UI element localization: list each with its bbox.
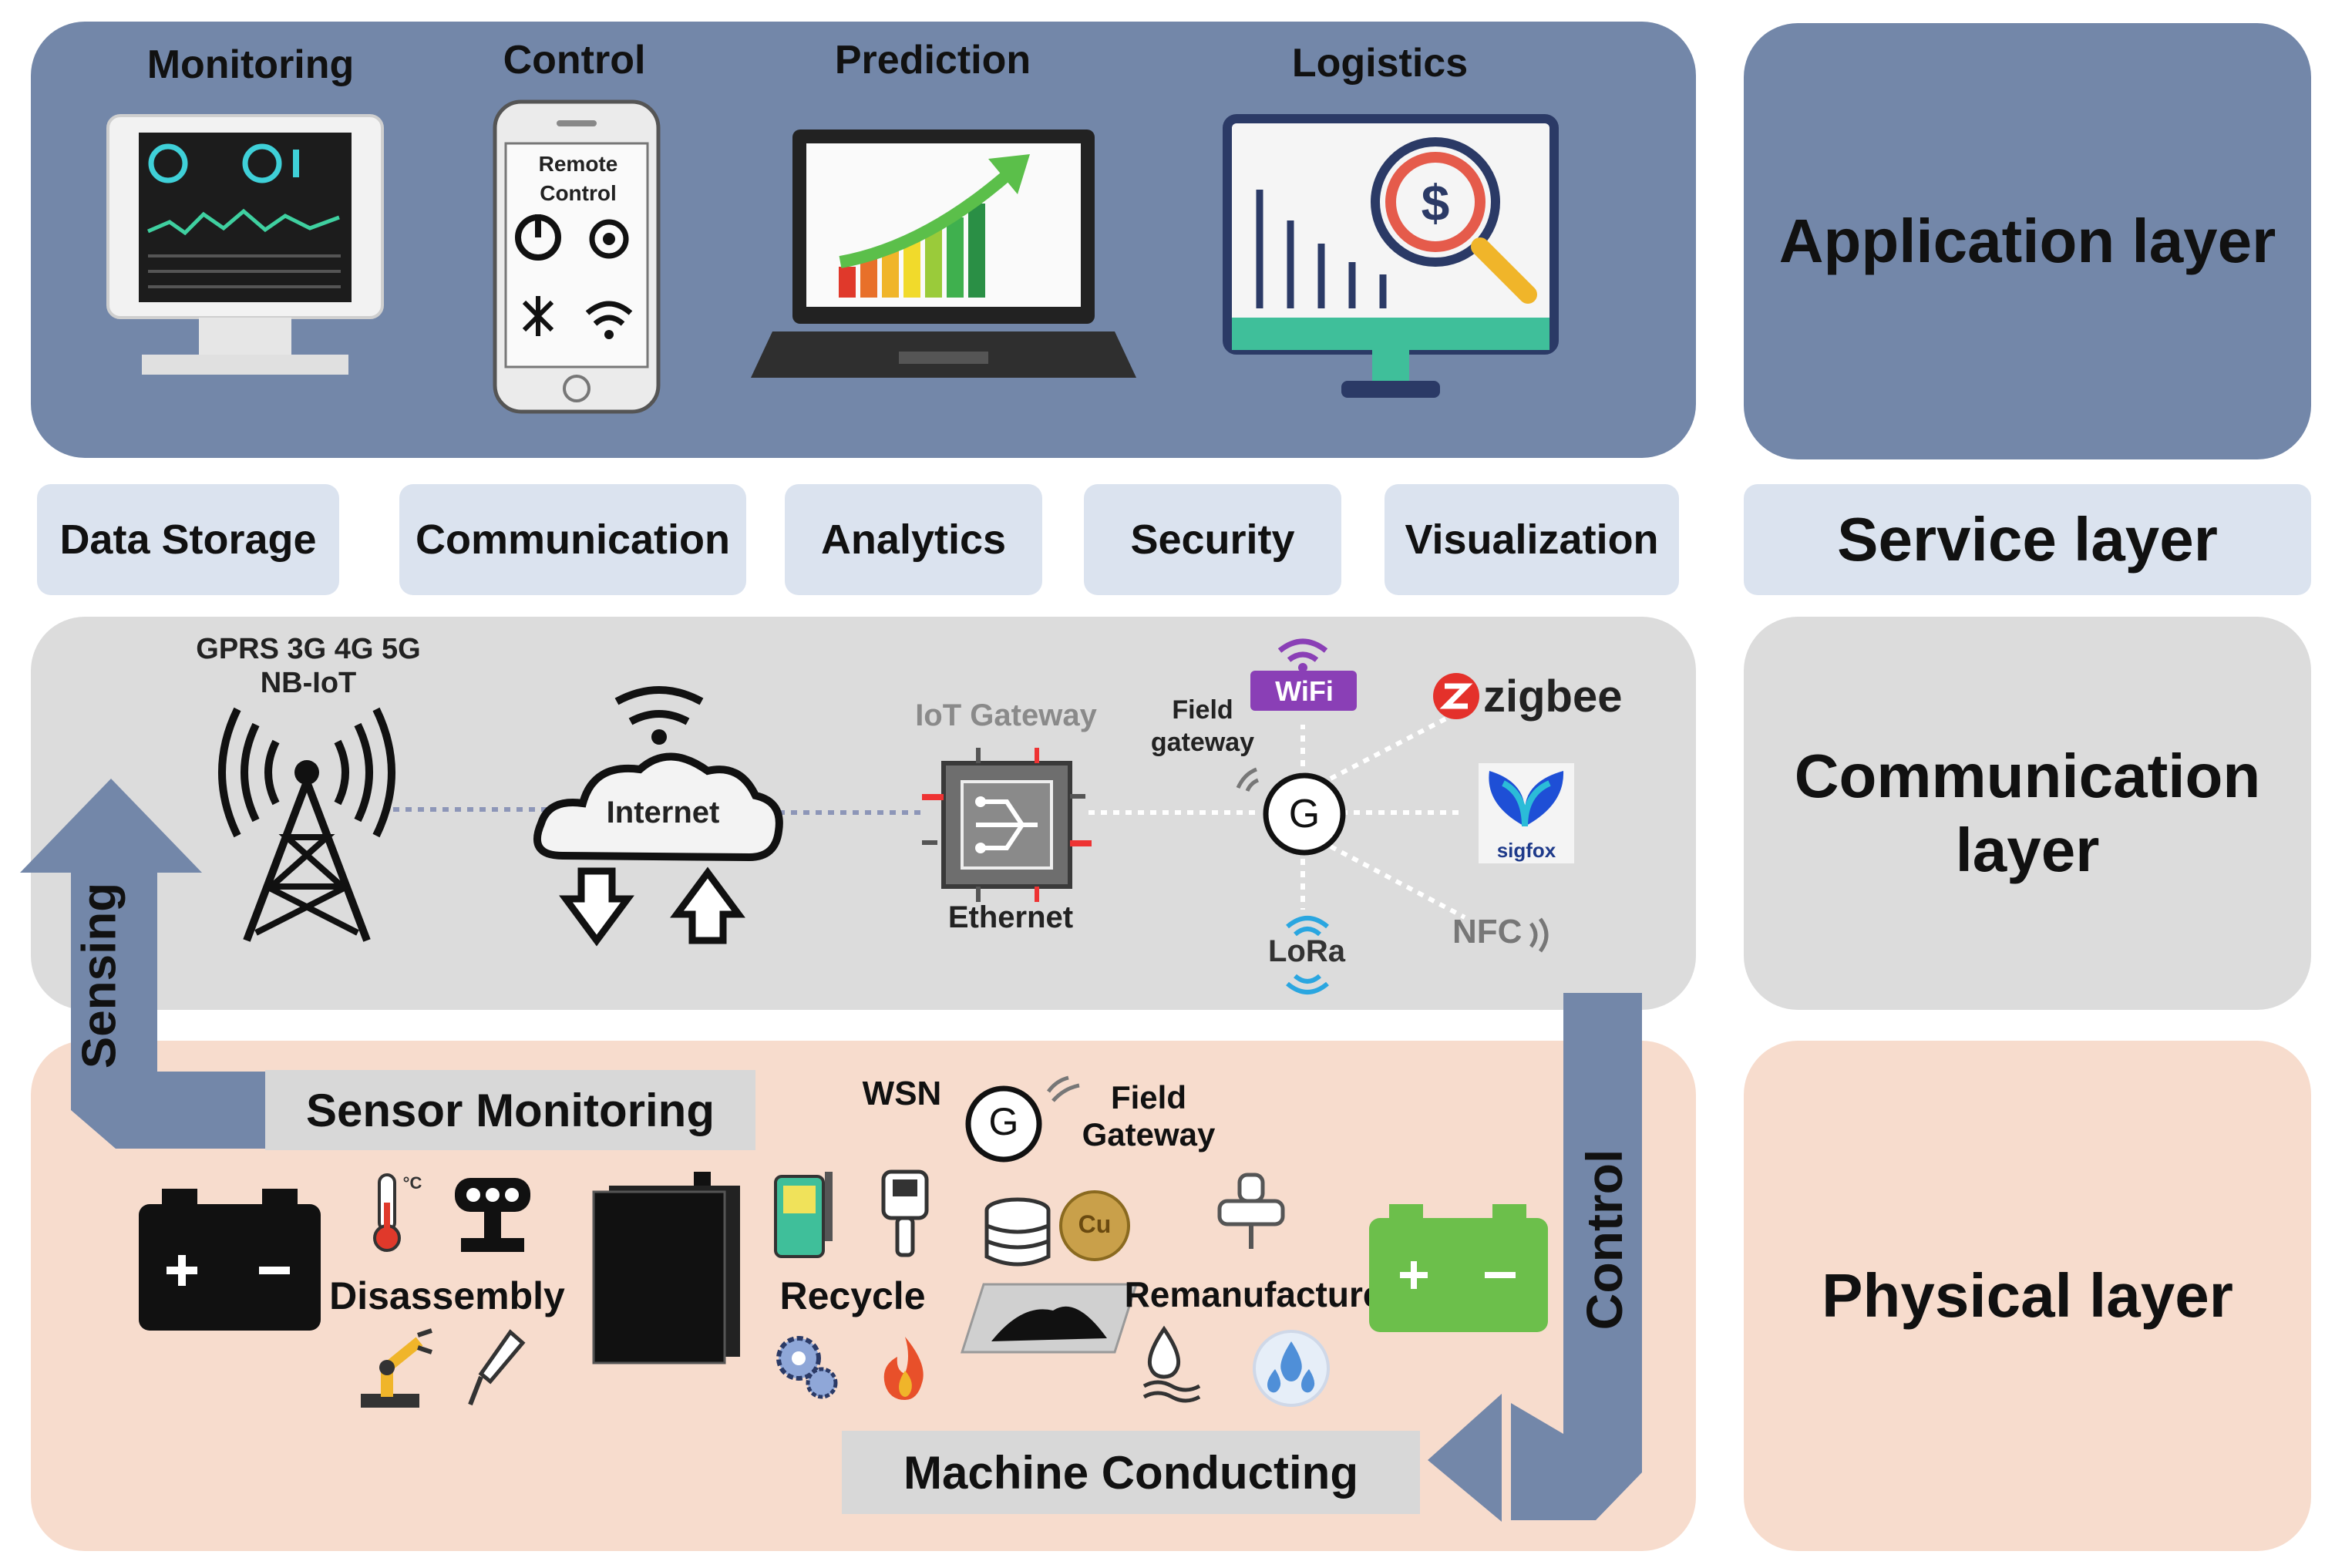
- ph-meter-icon: [774, 1172, 833, 1258]
- nfc-label: NFC: [1452, 913, 1523, 951]
- app-item-monitoring: Monitoring: [146, 42, 355, 87]
- cellular-label: GPRS 3G 4G 5G NB-IoT: [162, 632, 455, 700]
- temperature-unit: °C: [402, 1173, 422, 1193]
- remanufactured-battery-icon: [1369, 1204, 1548, 1332]
- sigfox-label: sigfox: [1496, 839, 1556, 862]
- fire-icon: [883, 1337, 924, 1400]
- svg-text:$: $: [1422, 174, 1450, 231]
- cellular-networks-text: GPRS 3G 4G 5G: [196, 633, 421, 665]
- sigfox-logo-icon: [1479, 763, 1574, 863]
- prediction-laptop-chart-icon: [751, 130, 1136, 378]
- wsn-label: WSN: [862, 1075, 942, 1112]
- water-drop-waves-icon: [1142, 1325, 1201, 1403]
- valve-icon: [1217, 1173, 1285, 1249]
- sensor-device-icon: [455, 1178, 530, 1252]
- gears-icon: [776, 1336, 838, 1399]
- wifi-label: WiFi: [1275, 675, 1334, 707]
- black-powder-icon: [960, 1283, 1139, 1354]
- sensing-arrow-label: Sensing: [72, 882, 126, 1069]
- water-droplets-icon: [1253, 1330, 1330, 1407]
- remanufacture-label: Remanufacture: [1124, 1274, 1383, 1314]
- service-layer-label: Service layer: [1744, 484, 2311, 595]
- cutter-knife-icon: [468, 1329, 526, 1406]
- remote-control-label: Remote Control: [538, 152, 618, 205]
- lora-signal-icon: [1286, 916, 1329, 994]
- communication-layer-label: Communication layer: [1744, 617, 2311, 1010]
- wsn-gateway-symbol: G: [988, 1100, 1019, 1143]
- remote-control-phone-icon: [493, 99, 661, 414]
- service-communication: Communication: [399, 484, 746, 595]
- nbiot-text: NB-IoT: [260, 667, 357, 699]
- iot-gateway-label: IoT Gateway: [915, 698, 1097, 732]
- handheld-sensor-icon: [881, 1169, 929, 1257]
- logistics-monitor-magnifier-icon: $: [1223, 114, 1559, 398]
- robot-arm-icon: [361, 1328, 432, 1408]
- copper-symbol: Cu: [1078, 1210, 1112, 1238]
- coins-copper-icon: [984, 1190, 1130, 1267]
- gateway-symbol: G: [1288, 792, 1321, 836]
- physical-layer-label: Physical layer: [1744, 1041, 2311, 1551]
- disassembly-label: Disassembly: [329, 1274, 565, 1317]
- monitor-dashboard-icon: [106, 114, 384, 375]
- lora-label: LoRa: [1268, 934, 1345, 968]
- ethernet-label: Ethernet: [947, 900, 1074, 934]
- service-security: Security: [1084, 484, 1341, 595]
- used-battery-icon: [139, 1189, 321, 1331]
- service-data-storage: Data Storage: [37, 484, 339, 595]
- machine-conducting-box: Machine Conducting: [842, 1431, 1420, 1514]
- application-layer-label: Application layer: [1744, 23, 2311, 459]
- zigbee-label: zigbee: [1483, 671, 1623, 722]
- sensor-monitoring-box: Sensor Monitoring: [265, 1070, 755, 1150]
- control-arrow-label: Control: [1576, 1149, 1633, 1331]
- app-item-prediction: Prediction: [834, 38, 1031, 82]
- app-item-logistics: Logistics: [1291, 41, 1469, 86]
- zigbee-logo-icon: [1433, 673, 1479, 719]
- iot-gateway-chip-icon: [922, 748, 1092, 902]
- app-item-control: Control: [503, 38, 646, 82]
- nfc-wave-icon: [1529, 917, 1549, 953]
- recycle-label: Recycle: [779, 1274, 926, 1317]
- service-analytics: Analytics: [785, 484, 1042, 595]
- thermometer-icon: [373, 1173, 401, 1252]
- battery-cell-stack-icon: [592, 1172, 740, 1364]
- service-visualization: Visualization: [1385, 484, 1679, 595]
- wsn-gateway-g-icon: [965, 1075, 1080, 1163]
- cell-tower-icon: [218, 707, 395, 942]
- wifi-badge-icon: [1250, 638, 1357, 711]
- wsn-field-gateway-label: Field Gateway: [1082, 1079, 1216, 1152]
- field-gateway-g-icon: [1236, 767, 1346, 856]
- internet-label: Internet: [606, 796, 720, 829]
- field-gateway-label: Field gateway: [1150, 695, 1255, 757]
- internet-cloud-icon: [533, 686, 783, 947]
